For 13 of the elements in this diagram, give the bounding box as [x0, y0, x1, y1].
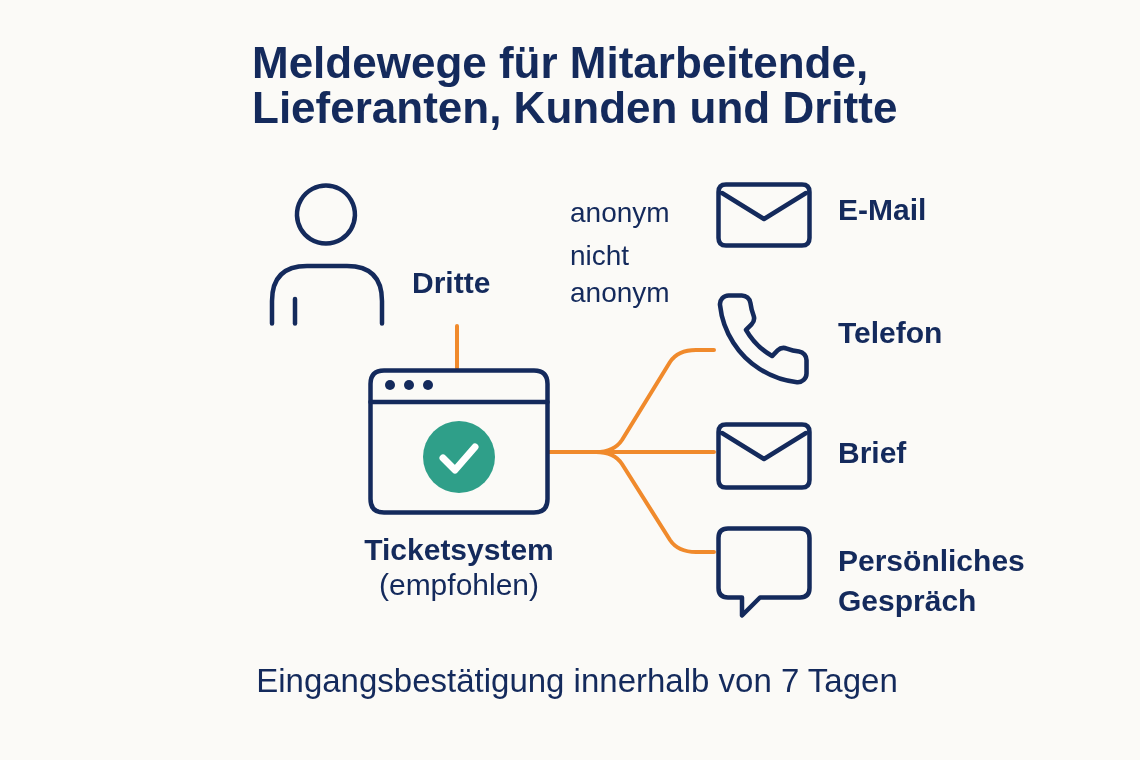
- title: Meldewege für Mitarbeitende, Lieferanten, Kunden und Dritte: [252, 40, 899, 130]
- node-label: Ticketsystem: [364, 532, 554, 568]
- node-label: Telefon: [838, 315, 944, 351]
- node-label: Persönliches Gespräch: [838, 543, 1026, 619]
- connector-line: [455, 324, 459, 370]
- note-text: nicht anonym: [570, 239, 671, 310]
- connector-line: [548, 450, 716, 554]
- note-text: anonym: [570, 196, 671, 230]
- node-label: (empfohlen): [377, 567, 541, 603]
- node-label: E-Mail: [838, 192, 928, 228]
- node-label: Brief: [838, 435, 908, 471]
- caption: Eingangsbestätigung innerhalb von 7 Tagen: [255, 662, 899, 700]
- node-label: Dritte: [412, 265, 492, 301]
